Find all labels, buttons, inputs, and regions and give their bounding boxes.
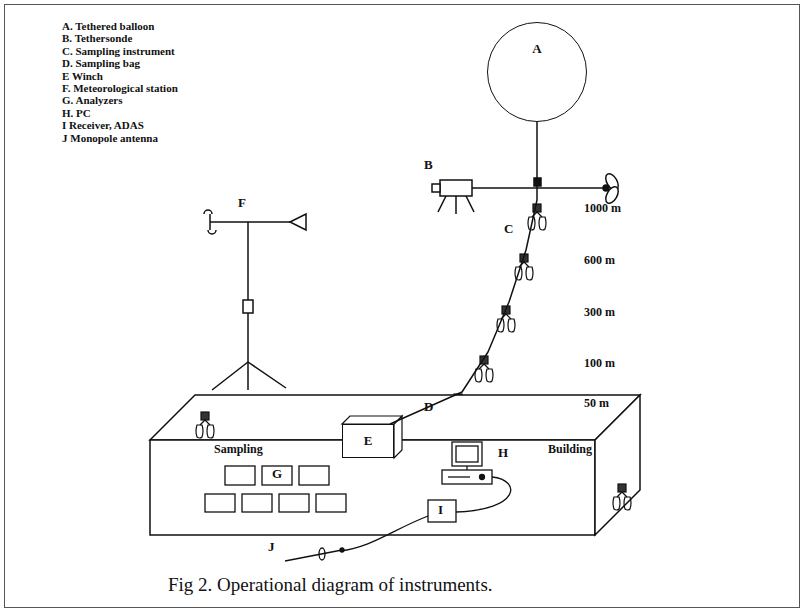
part-letter: E <box>364 433 373 449</box>
legend-item: B. Tethersonde <box>62 32 132 45</box>
part-letter: B <box>424 158 433 173</box>
legend-item: I Receiver, ADAS <box>62 119 144 132</box>
tethered-balloon: A <box>487 22 587 122</box>
altitude-label: 300 m <box>584 306 615 320</box>
legend-item: D. Sampling bag <box>62 57 140 70</box>
altitude-label: 100 m <box>584 357 615 371</box>
winch-box: E <box>342 424 394 458</box>
altitude-label: 600 m <box>584 254 615 268</box>
legend-item: A. Tethered balloon <box>62 20 154 33</box>
legend-item: E Winch <box>62 70 103 83</box>
area-label: Sampling <box>214 443 263 457</box>
legend-item: F. Meteorological station <box>62 82 178 95</box>
figure-caption: Fig 2. Operational diagram of instrument… <box>168 574 493 596</box>
legend-item: J Monopole antenna <box>62 132 158 145</box>
part-letter: J <box>268 540 275 555</box>
legend-item: H. PC <box>62 107 91 120</box>
legend-item: G. Analyzers <box>62 94 123 107</box>
legend-item: C. Sampling instrument <box>62 45 175 58</box>
part-letter: C <box>504 222 513 237</box>
part-letter: G <box>272 467 282 482</box>
altitude-label: 1000 m <box>584 202 621 216</box>
part-letter: F <box>238 196 246 211</box>
part-letter: D <box>424 400 433 415</box>
part-letter: A <box>532 41 541 57</box>
part-letter: H <box>498 446 508 461</box>
altitude-label: 50 m <box>584 397 609 411</box>
part-letter: I <box>438 503 443 518</box>
area-label: Building <box>548 443 592 457</box>
tether-line <box>390 122 537 424</box>
